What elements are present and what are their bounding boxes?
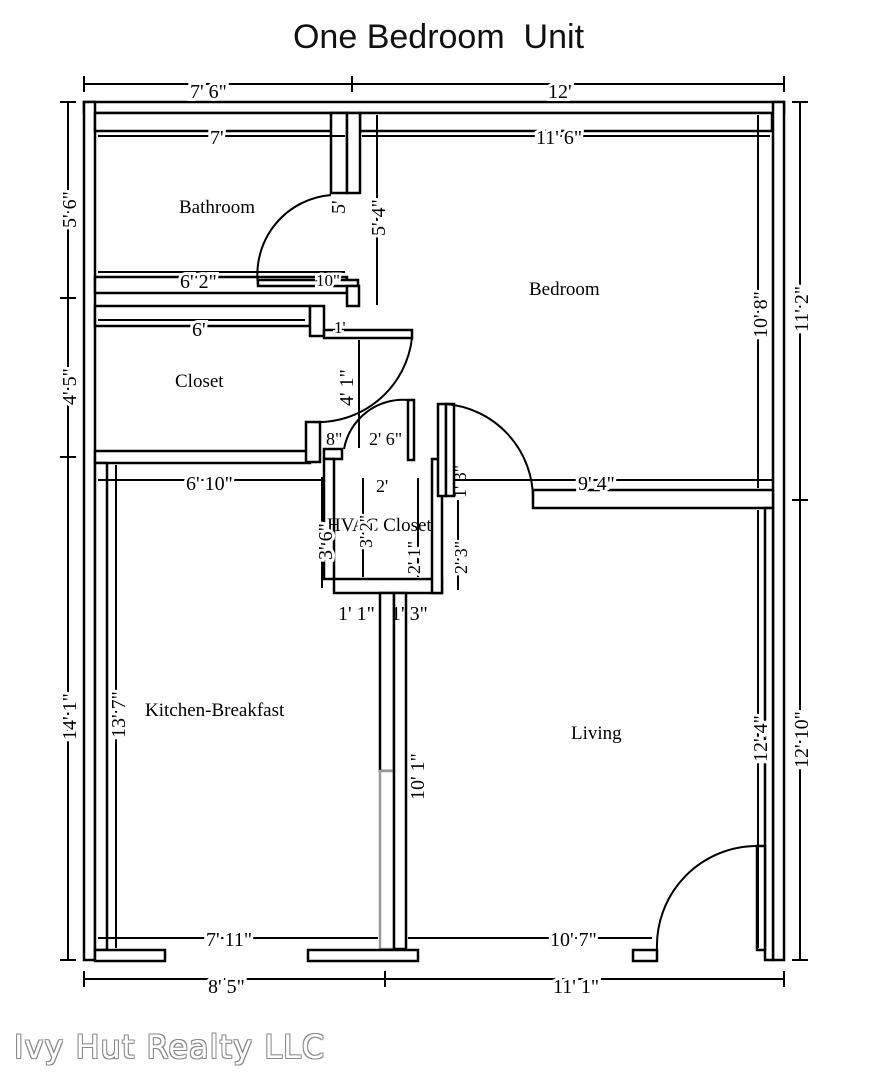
- dim-bath-depth: 5' 4": [368, 199, 390, 236]
- dim-closet-1: 1': [334, 318, 346, 337]
- dim-right-bottom: 12' 10": [791, 711, 813, 768]
- dim-kitchen-width: 6' 10": [186, 473, 233, 495]
- plan-title: One Bedroom Unit: [292, 18, 585, 56]
- dim-left-bottom: 14' 1": [59, 693, 81, 740]
- dim-hvac-13: 1' 3": [450, 465, 470, 498]
- room-label-closet: Closet: [175, 371, 224, 392]
- dim-living-wall: 10' 1": [407, 753, 429, 800]
- dim-bottom-left: 8' 5": [208, 976, 245, 998]
- dim-bed-width: 11' 6": [536, 127, 582, 149]
- dim-living-right: 12' 4": [750, 715, 772, 762]
- room-labels: Bathroom Bedroom Closet HVAC Closet Kitc…: [145, 197, 622, 744]
- room-label-bathroom: Bathroom: [179, 197, 255, 218]
- dim-top-left: 7' 6": [190, 81, 227, 103]
- dim-kitchen-depth: 13' 7": [108, 691, 130, 738]
- dim-hvac-26: 2' 6": [369, 429, 402, 449]
- room-label-hvac-closet: HVAC Closet: [327, 515, 432, 536]
- dim-hvac-32: 3' 2": [356, 515, 376, 548]
- dim-bath-10: 10": [316, 271, 340, 290]
- dim-living-bottom: 10' 7": [550, 929, 597, 951]
- dim-bed-right: 10' 8": [750, 291, 772, 338]
- dim-kitchen-bottom: 7' 11": [206, 929, 252, 951]
- dim-hvac-8: 8": [326, 429, 342, 449]
- dim-hvac-21: 2' 1": [404, 541, 424, 574]
- dim-hvac-23: 2' 3": [451, 541, 471, 574]
- dim-closet-width: 6': [192, 319, 206, 341]
- dim-wall-11: 1' 1": [338, 603, 375, 625]
- dim-left-mid: 4' 5": [59, 368, 81, 405]
- room-label-living: Living: [571, 723, 622, 744]
- dim-left-top: 5' 6": [59, 191, 81, 228]
- dim-hvac-2: 2': [376, 476, 388, 496]
- room-label-bedroom: Bedroom: [529, 279, 600, 300]
- dim-closet-depth: 4' 1": [336, 369, 358, 406]
- dim-bath-door: 5': [328, 200, 350, 214]
- dim-wall-13: 1' 3": [391, 603, 428, 625]
- dim-bath-width: 7': [210, 127, 224, 149]
- room-label-kitchen: Kitchen-Breakfast: [145, 700, 285, 721]
- dimension-labels: 7' 6" 12' 7' 11' 6" 6' 2" 10" 6' 1' 8" 2…: [56, 78, 816, 1001]
- dim-bottom-right: 11' 1": [553, 976, 599, 998]
- dim-bed-lower: 9' 4": [578, 473, 615, 495]
- watermark: Ivy Hut Realty LLC: [14, 1028, 326, 1066]
- doors: [256, 194, 758, 951]
- walls: [82, 100, 786, 963]
- dimension-lines: [60, 76, 808, 987]
- dim-hvac-36: 3' 6": [315, 523, 337, 560]
- dim-right-top: 11' 2": [791, 286, 813, 332]
- dim-top-right: 12': [548, 81, 572, 103]
- dim-bath-lower: 6' 2": [180, 271, 217, 293]
